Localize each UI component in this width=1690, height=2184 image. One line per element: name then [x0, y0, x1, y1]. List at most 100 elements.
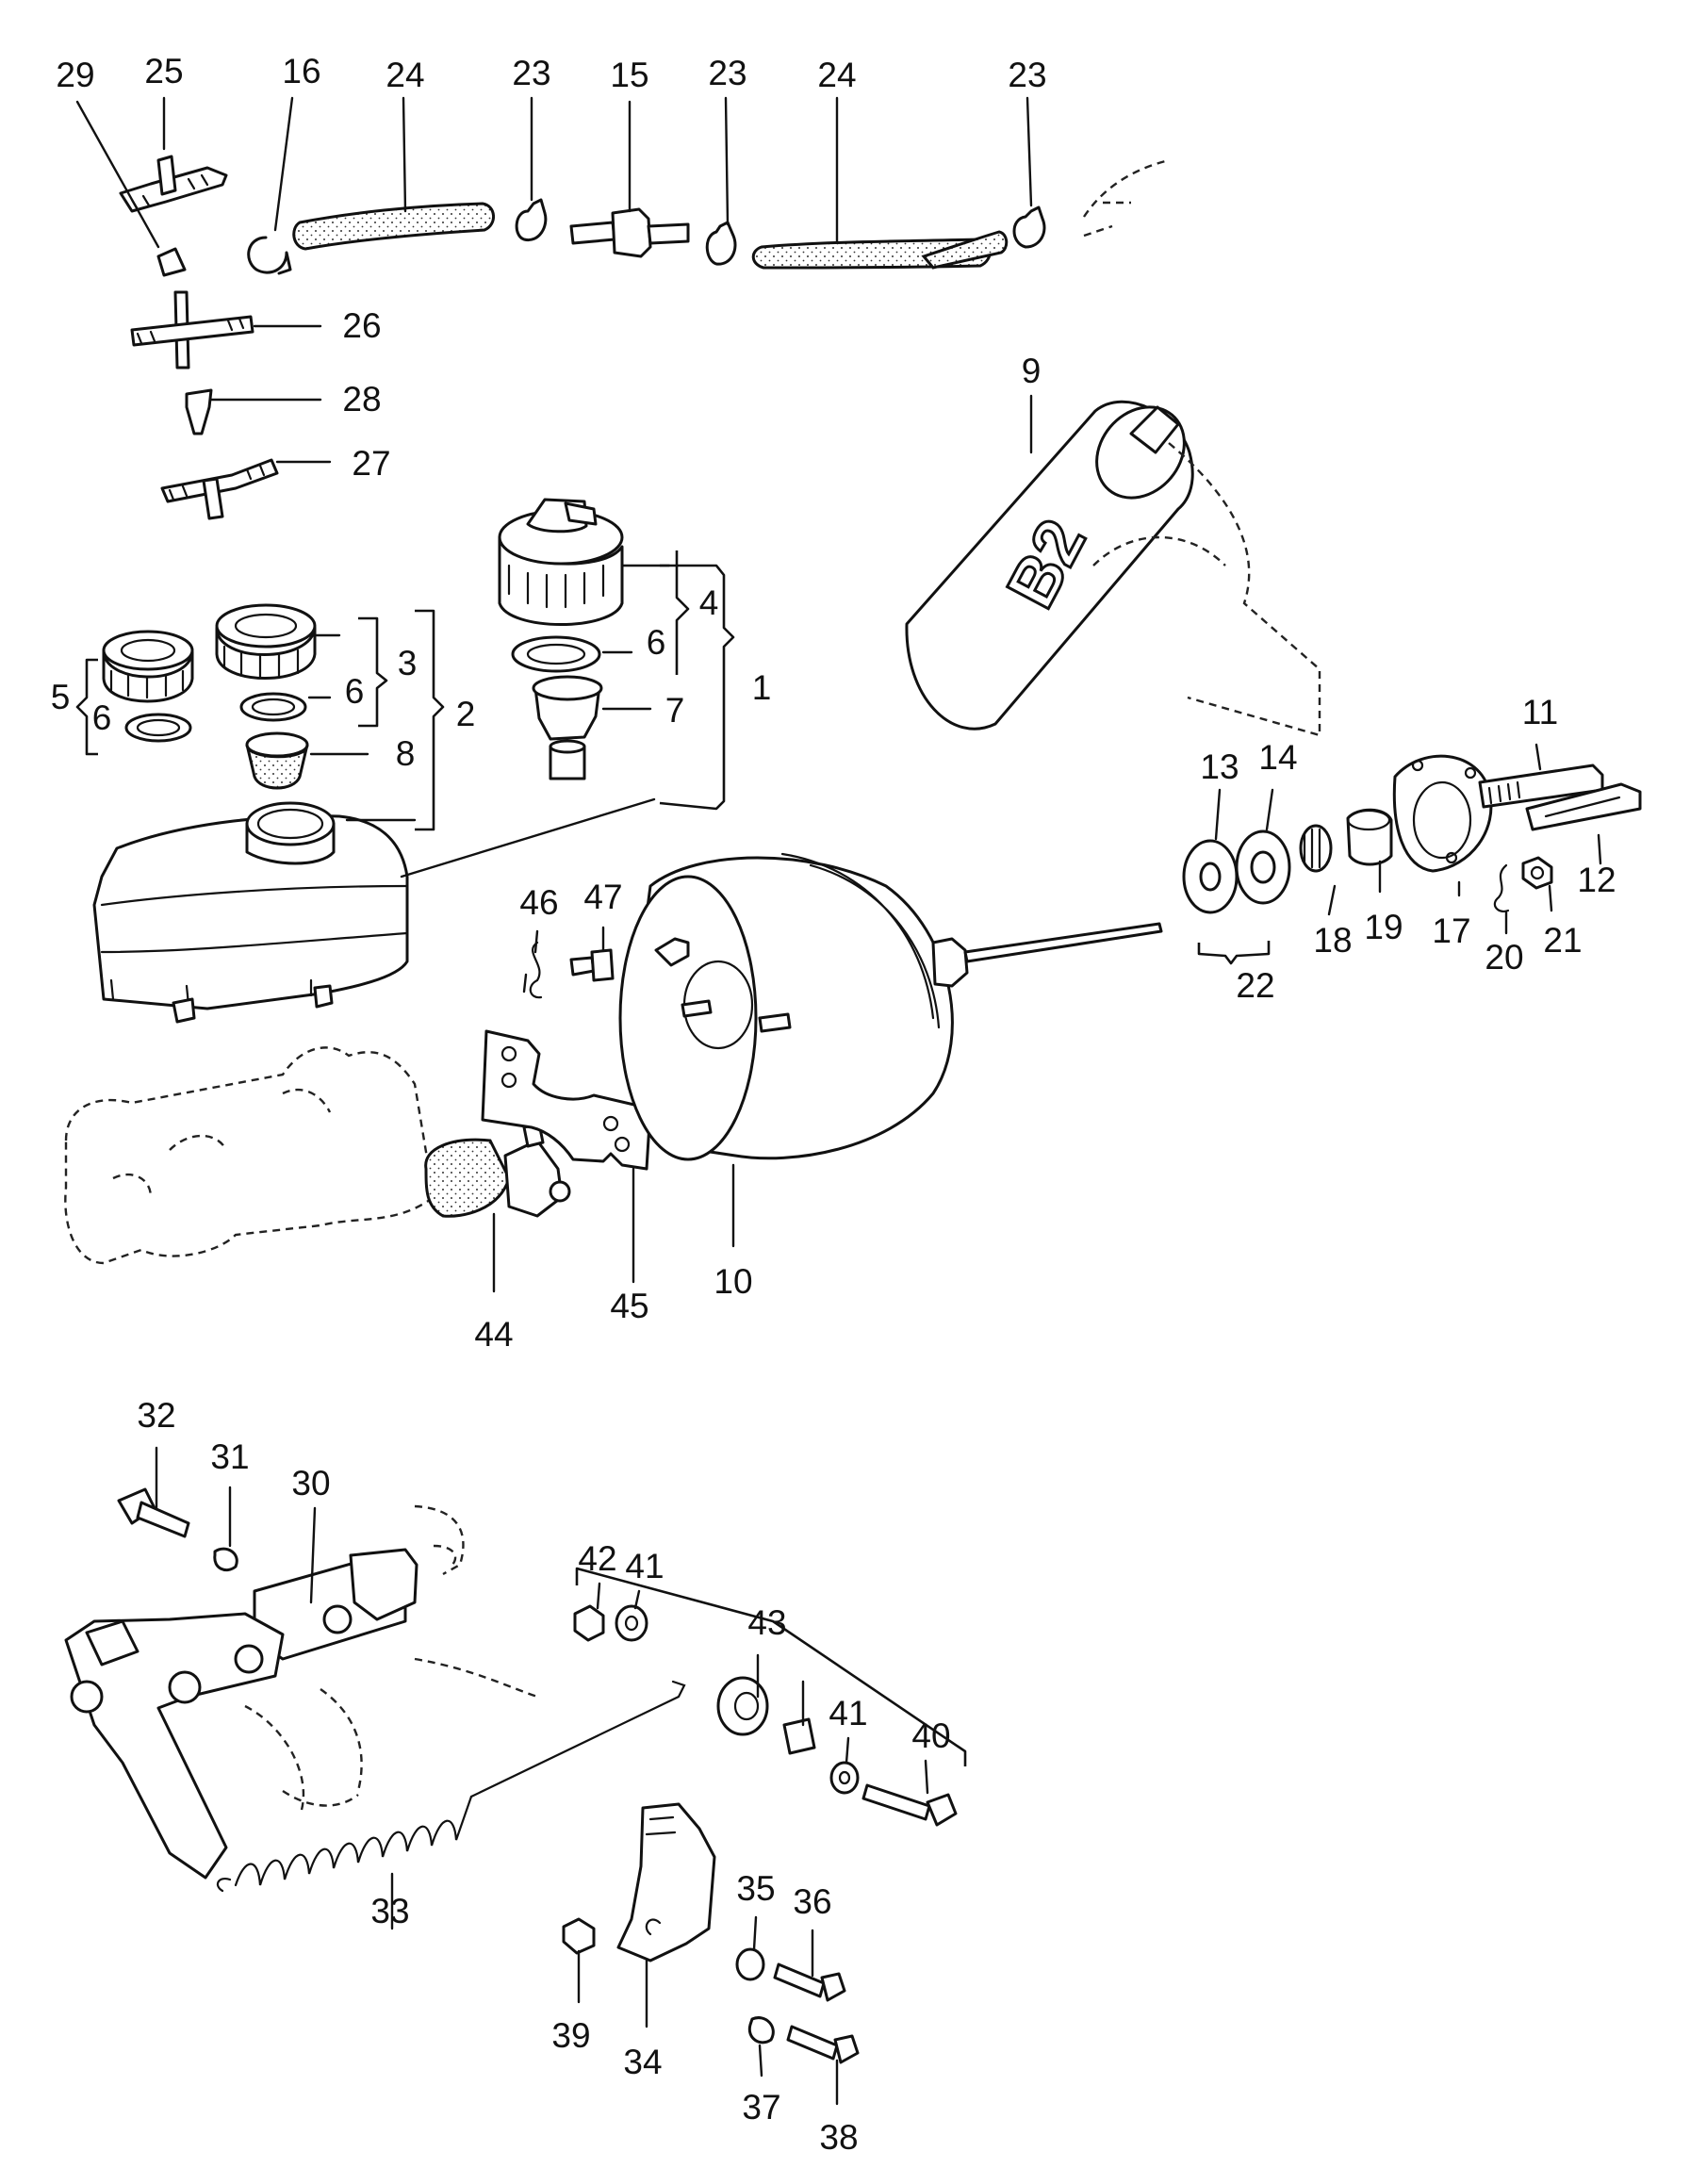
- callout-44: 44: [474, 1315, 513, 1354]
- seal-ring-6-upper: [511, 635, 601, 673]
- return-spring-33: [216, 1680, 686, 1893]
- callout-10: 10: [714, 1262, 752, 1301]
- pushrod-seal-set: [1182, 754, 1642, 914]
- bushing-19: [1346, 808, 1393, 866]
- callout-47: 47: [583, 878, 622, 916]
- callout-36: 36: [793, 1882, 831, 1921]
- lock-washer-37: [747, 2016, 775, 2044]
- reservoir-caps: [102, 498, 624, 790]
- callout-45: 45: [610, 1287, 648, 1325]
- callout-9: 9: [1022, 352, 1042, 390]
- callout-37: 37: [742, 2088, 780, 2127]
- nut-21: [1521, 856, 1553, 890]
- callout-15: 15: [610, 56, 648, 94]
- master-cylinder-outline: [64, 1046, 435, 1265]
- callout-38: 38: [819, 2118, 858, 2157]
- callout-24-left: 24: [386, 56, 424, 94]
- callout-6-upper: 6: [647, 623, 666, 662]
- spring-clip-46: [529, 941, 543, 999]
- callout-16: 16: [282, 52, 320, 90]
- pedal-lever: [64, 1612, 285, 1880]
- seal-ring-6-middle: [239, 692, 307, 722]
- hose-clamp-23-b: [705, 221, 737, 266]
- cap-29: [156, 247, 187, 277]
- callout-23-b: 23: [708, 54, 747, 92]
- brake-fluid-reservoir: [92, 801, 409, 1024]
- callout-13: 13: [1200, 747, 1239, 786]
- hose-clamp-23-c: [1012, 205, 1046, 249]
- nut-39: [562, 1917, 596, 1955]
- straight-connector-15: [569, 207, 690, 258]
- callout-3: 3: [398, 644, 418, 682]
- callout-40: 40: [911, 1716, 950, 1755]
- callout-6-middle: 6: [345, 672, 365, 711]
- callout-33: 33: [370, 1892, 409, 1930]
- callout-41-b: 41: [829, 1694, 867, 1732]
- callout-8: 8: [396, 734, 416, 773]
- callout-27: 27: [352, 444, 390, 483]
- callout-34: 34: [623, 2043, 662, 2081]
- brake-booster-10: [618, 852, 1163, 1161]
- callout-19: 19: [1364, 908, 1403, 946]
- callout-labels: 29 25 16 24 23 15 23 24 23 26 28 27 9 4 …: [51, 52, 1616, 2157]
- hose-clamp-16: [247, 236, 292, 275]
- callout-30: 30: [291, 1464, 330, 1503]
- lock-washer-31: [213, 1547, 238, 1571]
- callout-29: 29: [56, 56, 94, 94]
- callout-12: 12: [1577, 861, 1616, 899]
- washer-41-b: [829, 1761, 860, 1795]
- callout-23-c: 23: [1008, 56, 1046, 94]
- bolt-40: [861, 1783, 931, 1821]
- callout-35: 35: [736, 1869, 775, 1908]
- hose-continuation: [1083, 158, 1170, 238]
- callout-25: 25: [144, 52, 183, 90]
- hose-clamp-23-a: [515, 198, 548, 242]
- callout-6-left: 6: [92, 698, 112, 737]
- t-connector-27: [160, 458, 279, 520]
- t-connector-25: [119, 155, 228, 213]
- callout-41-a: 41: [625, 1547, 664, 1585]
- callout-5: 5: [51, 678, 71, 716]
- callout-2: 2: [456, 695, 476, 733]
- leader-lines: [75, 96, 1602, 2106]
- callout-11: 11: [1522, 693, 1558, 731]
- callout-43: 43: [747, 1603, 786, 1642]
- washer-41-a: [615, 1604, 648, 1642]
- clip-20: [1493, 863, 1510, 912]
- flange-17: [1392, 754, 1493, 873]
- callout-39: 39: [551, 2016, 590, 2055]
- boot-18: [1299, 824, 1333, 873]
- cap-5: [102, 649, 194, 703]
- callout-23-a: 23: [512, 54, 550, 92]
- callout-4: 4: [699, 583, 719, 622]
- bolt-38: [786, 2025, 839, 2061]
- pressure-switch-44: [424, 1122, 571, 1218]
- callout-21: 21: [1543, 921, 1582, 960]
- callout-26: 26: [342, 306, 381, 345]
- washer-35: [735, 1947, 765, 1981]
- seal-ring-6-left: [124, 713, 192, 743]
- callout-17: 17: [1432, 911, 1470, 950]
- hose-24-far: [921, 230, 1009, 270]
- callout-28: 28: [342, 380, 381, 419]
- callout-20: 20: [1485, 938, 1523, 977]
- grouping-braces: [75, 550, 1271, 1766]
- callout-46: 46: [519, 883, 558, 922]
- callout-31: 31: [210, 1437, 249, 1476]
- bracket-34: [616, 1802, 716, 1962]
- callout-32: 32: [137, 1396, 175, 1435]
- bolt-47: [569, 948, 615, 982]
- nozzle-28: [185, 388, 213, 435]
- sleeve-43: [782, 1717, 816, 1755]
- callout-1: 1: [752, 668, 772, 707]
- callout-22: 22: [1236, 966, 1274, 1005]
- cross-connector-26: [130, 290, 254, 369]
- vacuum-hose-assembly: [119, 155, 1170, 520]
- callout-18: 18: [1313, 921, 1352, 960]
- callout-7: 7: [665, 691, 685, 730]
- pedal-linkage: [64, 1487, 958, 2064]
- brake-fluid-can-9: B2: [905, 400, 1321, 737]
- mounting-bracket-45: [481, 1029, 652, 1171]
